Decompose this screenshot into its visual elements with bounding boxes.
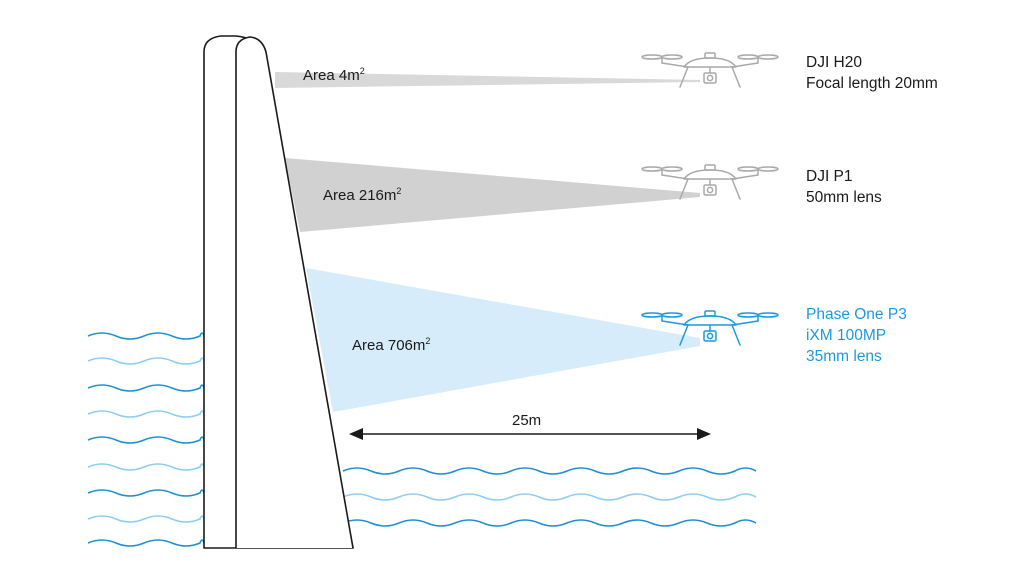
arrow-head-right-icon bbox=[697, 428, 711, 440]
drone-label-p3: Phase One P3 iXM 100MP 35mm lens bbox=[806, 304, 907, 367]
drone-top-module bbox=[704, 52, 716, 59]
wave-line bbox=[87, 357, 205, 365]
drone-propeller bbox=[757, 312, 779, 318]
drone-label-line: 35mm lens bbox=[806, 348, 882, 365]
camera-icon bbox=[703, 72, 717, 84]
wave-line bbox=[342, 519, 757, 527]
coverage-cone-p1 bbox=[285, 158, 700, 232]
cone-label-superscript: 2 bbox=[396, 186, 402, 196]
drone-propeller bbox=[737, 166, 759, 172]
drone-propeller bbox=[641, 54, 663, 60]
distance-arrow bbox=[349, 428, 711, 440]
water-waves-left bbox=[87, 332, 205, 547]
cone-label-superscript: 2 bbox=[425, 336, 431, 346]
drone-body bbox=[683, 169, 737, 180]
drone-leg bbox=[679, 66, 689, 88]
drone-body bbox=[683, 315, 737, 326]
drone-label-h20: DJI H20 Focal length 20mm bbox=[806, 52, 938, 94]
coverage-cone-p3 bbox=[306, 268, 700, 412]
drone-body bbox=[683, 57, 737, 68]
drone-label-line: DJI P1 bbox=[806, 168, 853, 185]
camera-lens-icon bbox=[706, 186, 714, 194]
wave-line bbox=[87, 539, 205, 547]
wave-line bbox=[87, 489, 205, 497]
wave-line bbox=[87, 384, 205, 392]
drone-propeller bbox=[661, 54, 683, 60]
cone-label-text: Area 706m bbox=[352, 337, 426, 354]
wave-line bbox=[87, 436, 205, 444]
drone-propeller bbox=[737, 312, 759, 318]
drone-top-module bbox=[704, 164, 716, 171]
drone-propeller bbox=[757, 54, 779, 60]
drone-label-line: iXM 100MP bbox=[806, 327, 887, 344]
drone-icon bbox=[641, 52, 779, 88]
cone-label-p3: Area 706m2 bbox=[352, 336, 430, 355]
drone-label-line: Focal length 20mm bbox=[806, 75, 938, 92]
distance-label: 25m bbox=[512, 412, 542, 429]
wave-line bbox=[87, 332, 205, 340]
drone-propeller bbox=[641, 166, 663, 172]
drone-top-module bbox=[704, 310, 716, 317]
camera-icon bbox=[703, 184, 717, 196]
cone-label-superscript: 2 bbox=[359, 66, 365, 76]
drone-propeller bbox=[661, 312, 683, 318]
dam-wall bbox=[203, 35, 354, 549]
wave-line bbox=[87, 515, 205, 523]
wave-line bbox=[87, 463, 205, 471]
coverage-cone-h20 bbox=[275, 72, 700, 88]
cone-label-h20: Area 4m2 bbox=[303, 66, 365, 85]
drone-icon bbox=[641, 164, 779, 200]
drone-leg bbox=[679, 178, 689, 200]
wave-line bbox=[87, 410, 205, 418]
drone-propeller bbox=[641, 312, 663, 318]
drone-leg bbox=[731, 66, 741, 88]
cone-label-text: Area 216m bbox=[323, 187, 397, 204]
drone-propeller bbox=[661, 166, 683, 172]
drone-propeller bbox=[737, 54, 759, 60]
drone-propeller bbox=[757, 166, 779, 172]
drone-label-p1: DJI P1 50mm lens bbox=[806, 166, 882, 208]
wave-line bbox=[342, 493, 757, 501]
camera-lens-icon bbox=[706, 74, 714, 82]
dam-inner-wall bbox=[235, 36, 354, 549]
drone-leg bbox=[731, 178, 741, 200]
wave-line bbox=[342, 467, 757, 475]
water-waves-right bbox=[342, 467, 757, 527]
drone-leg bbox=[731, 324, 741, 346]
camera-lens-icon bbox=[706, 332, 714, 340]
drone-icon bbox=[641, 310, 779, 346]
drone-leg bbox=[679, 324, 689, 346]
camera-icon bbox=[703, 330, 717, 342]
drone-label-line: Phase One P3 bbox=[806, 306, 907, 323]
drone-label-line: DJI H20 bbox=[806, 54, 862, 71]
cone-label-p1: Area 216m2 bbox=[323, 186, 401, 205]
arrow-head-left-icon bbox=[349, 428, 363, 440]
cone-label-text: Area 4m bbox=[303, 67, 360, 84]
drone-label-line: 50mm lens bbox=[806, 189, 882, 206]
